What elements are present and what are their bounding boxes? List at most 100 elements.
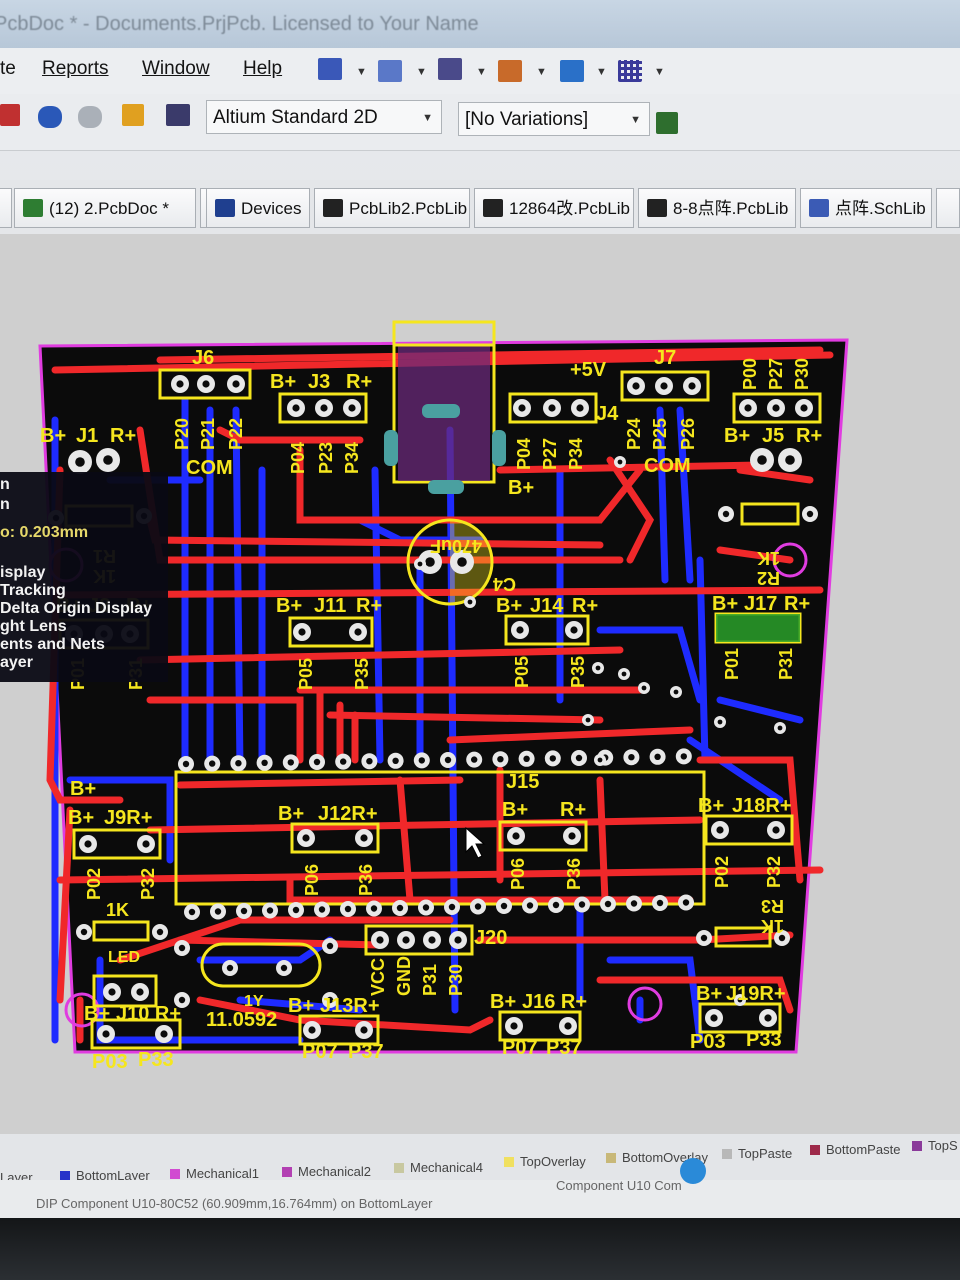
pad-hole: [526, 902, 534, 909]
pcb-canvas[interactable]: J6 B+ J3 R+ J4 J7 J5 B+ R+ J1 B+ R+ COM …: [0, 234, 960, 1134]
resistor-r2: [740, 502, 800, 526]
layer-tab-topsolder[interactable]: TopS: [912, 1138, 958, 1153]
menu-item-te[interactable]: te: [0, 58, 16, 79]
layer-tab-bottom[interactable]: BottomLayer: [60, 1168, 150, 1183]
header-j11: [288, 616, 374, 648]
pad-hole: [292, 404, 300, 412]
pad-hole: [595, 665, 601, 671]
top-trace: [136, 646, 624, 664]
pad-hole: [474, 903, 482, 910]
layer-tab-toppaste[interactable]: TopPaste: [722, 1146, 792, 1161]
chevron-down-icon[interactable]: ▼: [356, 66, 367, 78]
pencil-icon[interactable]: [122, 104, 144, 126]
devices-icon: [215, 199, 235, 217]
pad-hole: [497, 756, 504, 763]
regulator-pad: [384, 430, 398, 466]
tab-scroll-left[interactable]: [0, 188, 12, 228]
chevron-down-icon[interactable]: ▼: [596, 66, 607, 78]
ime-toolbar-icon[interactable]: [680, 1158, 706, 1184]
top-trace: [716, 546, 794, 564]
view-mode-select[interactable]: Altium Standard 2D ▼: [206, 100, 442, 134]
pad-hole: [108, 988, 116, 996]
mounting-hole: [772, 542, 808, 578]
component-icon[interactable]: [166, 104, 190, 126]
pad-hole: [575, 754, 583, 762]
pad-hole: [444, 756, 452, 764]
select-icon[interactable]: [438, 58, 462, 80]
label-j9: J9R+: [104, 807, 152, 829]
pad-hole: [568, 832, 576, 840]
pad-hole: [232, 380, 240, 388]
label-p07: P07: [502, 1037, 538, 1059]
layer-color-swatch: [722, 1149, 732, 1159]
redo-icon[interactable]: [78, 106, 102, 128]
pad-hole: [500, 902, 508, 910]
header-j10: [90, 1018, 182, 1050]
pad-hole: [682, 899, 690, 906]
pad-hole: [680, 753, 687, 760]
layer-tab-label: BottomLayer: [76, 1168, 150, 1183]
pad-hole: [549, 755, 556, 762]
info-line: Delta Origin Display: [0, 600, 153, 617]
layers-icon[interactable]: [560, 60, 584, 82]
interactive-routing-icon[interactable]: [318, 58, 342, 80]
header-j7: [620, 370, 710, 402]
layer-tab-label: Mechanical1: [186, 1166, 259, 1181]
label-rplus: R+: [560, 799, 586, 821]
pad-hole: [176, 380, 184, 388]
chevron-down-icon[interactable]: ▼: [536, 66, 547, 78]
tab-12864-pcblib[interactable]: 12864改.PcbLib: [474, 188, 634, 228]
label-j1: J1: [76, 425, 98, 447]
pad-hole: [576, 404, 584, 412]
pad-hole: [710, 1014, 718, 1022]
pad-hole: [564, 1022, 572, 1030]
tab-8-8-pcblib[interactable]: 8-8点阵.PcbLib: [638, 188, 796, 228]
top-trace: [216, 426, 364, 444]
chevron-down-icon: ▼: [422, 112, 433, 124]
variations-select[interactable]: [No Variations] ▼: [458, 102, 650, 136]
tab-pcbdoc[interactable]: (12) 2.PcbDoc *: [14, 188, 196, 228]
monitor-bezel: [0, 1218, 960, 1280]
layer-tab-mechanical2[interactable]: Mechanical2: [282, 1164, 371, 1179]
top-trace: [56, 586, 824, 599]
layer-tab-mechanical4[interactable]: Mechanical4: [394, 1160, 483, 1175]
label-p03: P03: [690, 1031, 726, 1053]
layer-tab-mechanical1[interactable]: Mechanical1: [170, 1166, 259, 1181]
label-bplus: B+: [724, 425, 750, 447]
label-bplus: B+: [40, 425, 66, 447]
layer-tab-topoverlay[interactable]: TopOverlay: [504, 1154, 586, 1169]
tab-scroll-right[interactable]: [936, 188, 960, 228]
align-icon[interactable]: [378, 60, 402, 82]
label-j16: J16 R+: [522, 991, 587, 1013]
menu-item-window[interactable]: Window: [142, 58, 210, 79]
pads: [48, 375, 818, 1043]
pcb-board-view[interactable]: J6 B+ J3 R+ J4 J7 J5 B+ R+ J1 B+ R+ COM …: [0, 234, 960, 1134]
selected-header-j17[interactable]: [716, 614, 800, 642]
tab-pcblib2[interactable]: PcbLib2.PcbLib: [314, 188, 470, 228]
resistor-r3: [714, 926, 772, 948]
tab-schlib[interactable]: 点阵.SchLib: [800, 188, 932, 228]
board-icon[interactable]: [656, 112, 678, 134]
menu-item-reports[interactable]: Reports: [42, 58, 109, 79]
pad-hole: [318, 906, 326, 913]
pad-hole: [396, 904, 404, 912]
label-p30: P30: [792, 358, 812, 390]
close-doc-icon[interactable]: [0, 104, 20, 126]
regulator-footprint: [384, 320, 506, 494]
top-trace: [496, 461, 764, 474]
place-track-icon[interactable]: [498, 60, 522, 82]
chevron-down-icon[interactable]: ▼: [654, 66, 665, 78]
chevron-down-icon[interactable]: ▼: [416, 66, 427, 78]
bottom-trace: [596, 626, 704, 704]
top-trace: [696, 756, 804, 884]
grid-icon[interactable]: [618, 60, 642, 82]
menu-item-help[interactable]: Help: [243, 58, 283, 79]
chevron-down-icon[interactable]: ▼: [476, 66, 487, 78]
pad-hole: [673, 689, 679, 695]
pad-hole: [360, 1026, 368, 1034]
layer-tab-bottompaste[interactable]: BottomPaste: [810, 1142, 900, 1157]
undo-icon[interactable]: [38, 106, 62, 128]
regulator-pad: [422, 404, 460, 418]
pad-hole: [261, 759, 268, 766]
tab-devices[interactable]: Devices: [206, 188, 310, 228]
